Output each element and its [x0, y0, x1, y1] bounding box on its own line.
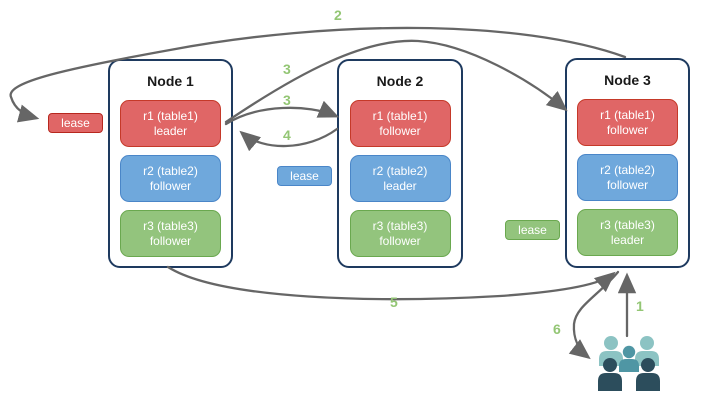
- replica-role: follower: [149, 178, 192, 193]
- node1-replica-r1: r1 (table1) leader: [120, 100, 221, 147]
- arrow-step-2: [9, 26, 627, 123]
- replica-label: r2 (table2): [143, 163, 198, 178]
- step-label-3a: 3: [283, 61, 291, 77]
- step-label-3b: 3: [283, 92, 291, 108]
- users-group-icon: [598, 336, 660, 391]
- replica-label: r2 (table2): [372, 163, 428, 178]
- node3-replica-r3: r3 (table3) leader: [577, 209, 678, 256]
- replica-role: leader: [610, 232, 645, 247]
- replica-label: r1 (table1): [372, 108, 428, 123]
- node3-replica-r2: r2 (table2) follower: [577, 154, 678, 201]
- node-2-title: Node 2: [376, 73, 424, 89]
- node2-replica-r2: r2 (table2) leader: [349, 155, 451, 202]
- node-1-title: Node 1: [147, 73, 194, 89]
- replica-role: follower: [379, 123, 421, 138]
- node2-replica-r3: r3 (table3) follower: [349, 210, 451, 257]
- node-2-box: Node 2 r1 (table1) follower r2 (table2) …: [337, 59, 463, 268]
- node2-replica-r1: r1 (table1) follower: [349, 100, 451, 147]
- replica-role: follower: [149, 233, 192, 248]
- step-label-5: 5: [390, 294, 398, 310]
- replica-role: leader: [153, 123, 188, 138]
- node1-replica-r3: r3 (table3) follower: [120, 210, 221, 257]
- node1-replica-r2: r2 (table2) follower: [120, 155, 221, 202]
- node-3-title: Node 3: [604, 72, 651, 88]
- node-3-box: Node 3 r1 (table1) follower r2 (table2) …: [565, 58, 690, 268]
- replica-role: follower: [379, 233, 421, 248]
- replica-label: r3 (table3): [372, 218, 428, 233]
- replica-label: r1 (table1): [143, 108, 198, 123]
- step-label-1: 1: [636, 298, 644, 314]
- replica-role: follower: [606, 122, 649, 137]
- replica-label: r2 (table2): [600, 162, 655, 177]
- lease-label-green: lease: [505, 220, 560, 240]
- node-1-box: Node 1 r1 (table1) leader r2 (table2) fo…: [108, 59, 233, 268]
- replica-label: r3 (table3): [143, 218, 198, 233]
- replica-role: leader: [383, 178, 417, 193]
- step-label-6: 6: [553, 321, 561, 337]
- lease-label-red: lease: [48, 113, 103, 133]
- replica-label: r3 (table3): [600, 217, 655, 232]
- step-label-4: 4: [283, 127, 291, 143]
- step-label-2: 2: [334, 7, 342, 23]
- replica-role: follower: [606, 177, 649, 192]
- replica-label: r1 (table1): [600, 107, 655, 122]
- node3-replica-r1: r1 (table1) follower: [577, 99, 678, 146]
- arrow-step-3-to-node2: [224, 100, 340, 126]
- lease-label-blue: lease: [277, 166, 332, 186]
